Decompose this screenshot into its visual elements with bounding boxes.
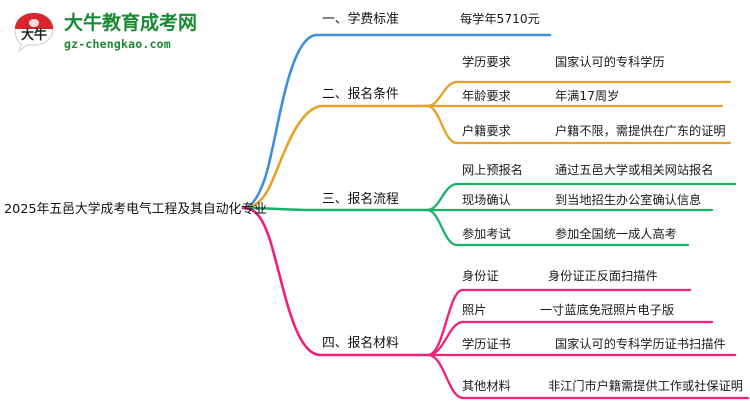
branch-4-leaf-2-value: 国家认可的专科学历证书扫描件 [555,336,726,351]
branch-2-leaf-0-label: 学历要求 [462,54,511,69]
branch-2-leaf-0-value: 国家认可的专科学历 [555,54,665,69]
branch-2-leaf-2-curve [425,104,732,145]
root-node-label: 2025年五邑大学成考电气工程及其自动化专业 [4,201,267,217]
branch-2-label: 二、报名条件 [322,86,399,102]
branch-4-leaf-1-label: 照片 [462,303,486,317]
branch-2-leaf-1-label: 年龄要求 [462,89,511,103]
branch-3-label: 三、报名流程 [322,191,399,207]
branch-1-leaf-0-value: 每学年5710元 [460,11,540,26]
branch-2-leaf-2-value: 户籍不限，需提供在广东的证明 [555,123,726,138]
site-logo: 大牛 大牛教育成考网 gz-chengkao.com [12,8,224,56]
branch-3-curve [241,206,429,212]
branch-3-leaf-2-label: 参加考试 [462,226,511,241]
branch-4-leaf-2-label: 学历证书 [462,336,511,351]
svg-text:大牛: 大牛 [21,27,47,43]
branch-1-label: 一、学费标准 [322,11,399,27]
branch-4-label: 四、报名材料 [322,335,399,351]
branch-3-leaf-0-value: 通过五邑大学或相关网站报名 [555,162,713,177]
branch-3-group[interactable]: 三、报名流程 网上预报名 通过五邑大学或相关网站报名 现场确认 到当地招生办公室… [241,162,737,247]
logo-mark-icon: 大牛 [14,12,54,53]
branch-4-leaf-0-curve [426,288,692,357]
branch-2-leaf-2-label: 户籍要求 [462,123,511,138]
branch-2-group[interactable]: 二、报名条件 学历要求 国家认可的专科学历 年龄要求 年满17周岁 户籍要求 户… [241,54,732,210]
branch-1-group[interactable]: 一、学费标准 每学年5710元 [241,11,552,210]
branch-4-leaf-3-curve [426,353,750,400]
branch-4-group[interactable]: 四、报名材料 身份证 身份证正反面扫描件 照片 一寸蓝底免冠照片电子版 学历证书… [241,206,750,400]
logo-url: gz-chengkao.com [64,37,171,51]
branch-3-leaf-1-label: 现场确认 [462,193,511,207]
branch-4-leaf-1-value: 一寸蓝底免冠照片电子版 [540,302,674,317]
logo-title: 大牛教育成考网 [64,12,198,34]
branch-4-leaf-0-label: 身份证 [462,268,499,283]
branch-4-leaf-0-value: 身份证正反面扫描件 [548,268,658,283]
branch-2-curve [241,104,429,210]
branch-3-leaf-0-label: 网上预报名 [462,162,523,177]
branch-4-leaf-3-label: 其他材料 [462,379,511,393]
branch-3-leaf-2-curve [425,208,690,247]
branch-3-leaf-2-value: 参加全国统一成人高考 [555,226,677,241]
branch-4-leaf-3-value: 非江门市户籍需提供工作或社保证明 [548,378,743,393]
branch-2-leaf-1-value: 年满17周岁 [555,88,619,103]
branch-1-curve [241,33,552,210]
branch-3-leaf-1-value: 到当地招生办公室确认信息 [555,192,701,207]
branch-4-curve [241,206,430,357]
